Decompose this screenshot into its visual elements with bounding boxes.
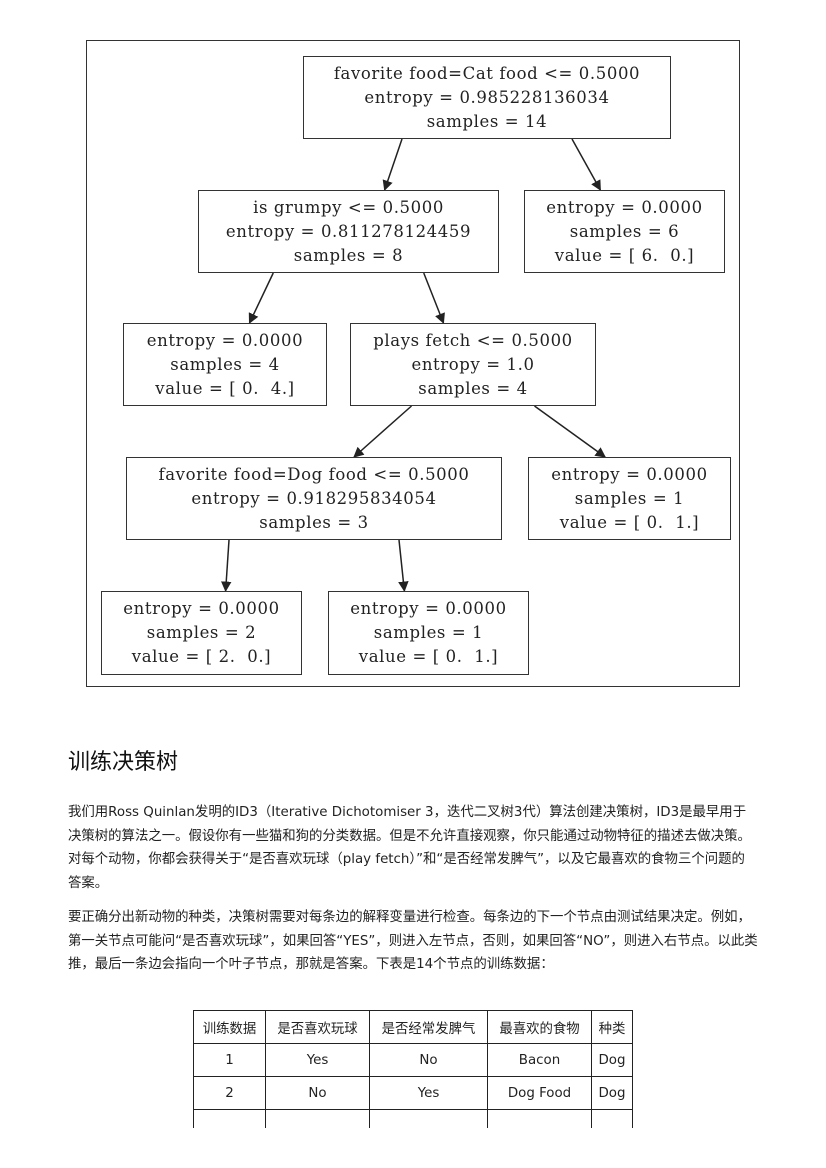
tree-node-line: samples = 3 bbox=[259, 512, 369, 532]
tree-node-line: samples = 4 bbox=[418, 378, 528, 398]
tree-edge-dogfood-to-leaf-dog-right bbox=[398, 539, 409, 593]
tree-node-leaf-2: entropy = 0.0000 samples = 2 value = [ 2. … bbox=[101, 591, 302, 675]
table-cell: Dog Food bbox=[487, 1076, 592, 1110]
tree-node-leaf-4: entropy = 0.0000 samples = 4 value = [ 0. … bbox=[123, 323, 327, 406]
tree-edge-dogfood-to-leaf-2 bbox=[221, 539, 232, 593]
table-row bbox=[193, 1109, 633, 1128]
tree-node-line: samples = 14 bbox=[426, 111, 548, 131]
table-header-cell: 是否经常发脾气 bbox=[369, 1010, 488, 1044]
tree-edge-fetch-to-dogfood bbox=[353, 405, 412, 458]
tree-edge-grumpy-to-fetch bbox=[423, 272, 445, 324]
tree-edge-root-to-grumpy bbox=[382, 138, 403, 191]
tree-node-line: value = [ 0. 1.] bbox=[358, 647, 499, 666]
table-cell: Bacon bbox=[487, 1043, 592, 1077]
tree-node-line: entropy = 0.918295834054 bbox=[191, 488, 437, 508]
table-cell: No bbox=[369, 1043, 488, 1077]
table-cell: Yes bbox=[265, 1043, 370, 1077]
table-header-cell: 最喜欢的食物 bbox=[487, 1010, 592, 1044]
tree-node-line: entropy = 0.985228136034 bbox=[364, 87, 610, 107]
tree-node-leaf-cat: entropy = 0.0000 samples = 6 value = [ 6. … bbox=[524, 190, 725, 273]
table-cell bbox=[487, 1109, 592, 1128]
tree-edge-fetch-to-leaf-fetch-right bbox=[534, 405, 606, 458]
tree-node-line: entropy = 0.0000 bbox=[551, 464, 708, 484]
tree-node-line: value = [ 2. 0.] bbox=[131, 647, 272, 666]
table-cell bbox=[369, 1109, 488, 1128]
decision-tree-figure: favorite food=Cat food <= 0.5000 entropy … bbox=[86, 40, 740, 687]
tree-node-line: value = [ 0. 4.] bbox=[155, 378, 295, 398]
tree-node-line: plays fetch <= 0.5000 bbox=[373, 330, 573, 350]
table-cell: Dog bbox=[591, 1043, 633, 1077]
table-cell: No bbox=[265, 1076, 370, 1110]
tree-node-dogfood: favorite food=Dog food <= 0.5000 entropy … bbox=[126, 457, 502, 540]
tree-edge-root-to-leaf-cat bbox=[571, 138, 602, 191]
table-header-cell: 种类 bbox=[591, 1010, 633, 1044]
table-header-cell: 训练数据 bbox=[193, 1010, 266, 1044]
tree-node-line: samples = 6 bbox=[569, 221, 680, 241]
table-header-cell: 是否喜欢玩球 bbox=[265, 1010, 370, 1044]
table-cell: 1 bbox=[193, 1043, 266, 1077]
tree-node-grumpy: is grumpy <= 0.5000 entropy = 0.811278124… bbox=[198, 190, 499, 273]
tree-node-line: favorite food=Cat food <= 0.5000 bbox=[333, 63, 641, 83]
section-heading: 训练决策树 bbox=[68, 750, 179, 775]
tree-node-line: favorite food=Dog food <= 0.5000 bbox=[158, 464, 470, 484]
table-cell bbox=[265, 1109, 370, 1128]
table-cell: Yes bbox=[369, 1076, 488, 1110]
tree-node-line: samples = 4 bbox=[170, 354, 280, 374]
tree-edges bbox=[221, 138, 606, 593]
paragraph-intro: 我们用Ross Quinlan发明的ID3（Iterative Dichotom… bbox=[68, 805, 751, 891]
tree-node-line: is grumpy <= 0.5000 bbox=[253, 197, 444, 217]
tree-node-line: value = [ 6. 0.] bbox=[554, 245, 695, 265]
tree-node-leaf-fetch-right: entropy = 0.0000 samples = 1 value = [ 0. … bbox=[528, 457, 731, 540]
table-cell: 2 bbox=[193, 1076, 266, 1110]
table-header-row: 训练数据是否喜欢玩球是否经常发脾气最喜欢的食物种类 bbox=[193, 1010, 633, 1044]
table-cell bbox=[591, 1109, 633, 1128]
tree-node-line: entropy = 1.0 bbox=[411, 354, 535, 374]
tree-node-line: entropy = 0.811278124459 bbox=[225, 221, 472, 241]
tree-node-fetch: plays fetch <= 0.5000 entropy = 1.0 sample… bbox=[350, 323, 596, 406]
tree-node-root: favorite food=Cat food <= 0.5000 entropy … bbox=[303, 56, 671, 139]
tree-node-leaf-dog-right: entropy = 0.0000 samples = 1 value = [ 0. … bbox=[328, 591, 529, 675]
tree-node-line: entropy = 0.0000 bbox=[123, 599, 280, 618]
tree-node-line: entropy = 0.0000 bbox=[546, 197, 703, 217]
tree-node-line: value = [ 0. 1.] bbox=[559, 512, 700, 532]
paragraph-method: 要正确分出新动物的种类，决策树需要对每条边的解释变量进行检查。每条边的下一个节点… bbox=[68, 910, 758, 972]
tree-node-line: samples = 1 bbox=[574, 488, 685, 508]
tree-node-line: samples = 2 bbox=[146, 623, 257, 642]
tree-edge-grumpy-to-leaf-4 bbox=[248, 272, 274, 324]
tree-node-line: samples = 1 bbox=[373, 623, 484, 642]
table-cell: Dog bbox=[591, 1076, 633, 1110]
tree-node-line: entropy = 0.0000 bbox=[350, 599, 507, 618]
table-cell bbox=[193, 1109, 266, 1128]
tree-node-line: samples = 8 bbox=[293, 245, 404, 265]
tree-node-line: entropy = 0.0000 bbox=[146, 330, 304, 350]
